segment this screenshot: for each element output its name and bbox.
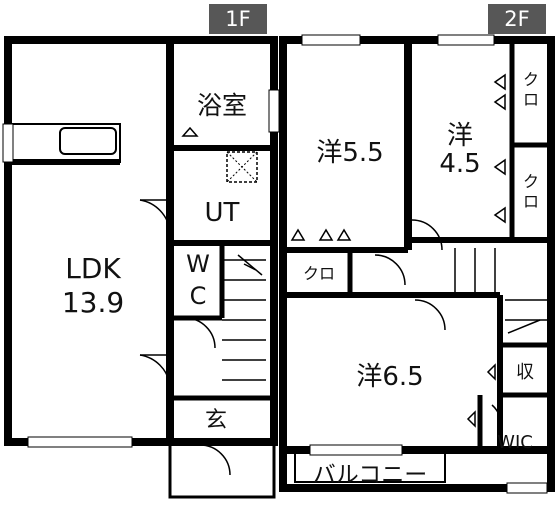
room-4-5-door-swing [411,219,443,251]
closet-right-1-label: ク ロ [522,70,539,109]
first-floor-windows [2,89,280,448]
room-western-6-5-size: 6.5 [382,362,424,392]
room-bath-label: 浴室 [196,91,247,120]
stairs-2f [454,248,548,334]
second-floor-windows [301,34,548,494]
first-floor-plan [4,36,278,499]
floor-1f-tag: 1F [209,4,267,34]
room-western-5-5-name: 洋 [316,138,343,168]
room-ldk-name: LDK [65,252,121,285]
room-entrance-label: 玄 [204,408,227,433]
washer-space [226,151,258,183]
room-6-5-door-swing [414,299,446,331]
wc-door-swing [184,317,216,349]
room-western-6-5-label: 洋6.5 [330,356,450,393]
wic-label: WIC [497,432,533,453]
floor-2f-tag: 2F [488,4,546,34]
hall-door-swing [139,354,171,386]
room-wc-line1: W [186,250,210,278]
ldk-door-swing [139,199,171,233]
kitchen-sink [59,127,117,155]
closet-right-2-label: ク ロ [522,172,539,211]
room-western-5-5-size: 5.5 [342,138,384,168]
room-ut-label: UT [204,198,240,228]
second-floor-outer-wall [279,36,555,492]
room-wc-line2: C [189,282,207,310]
second-floor-plan [279,36,555,492]
stairs-1f [222,254,266,381]
kitchen-counter [11,123,121,163]
room-5-5-door-swing [374,254,406,286]
closet-label: クロ [302,264,335,283]
room-western-4-5-size: 4.5 [439,149,481,179]
entrance-door-swing [199,444,231,476]
room-western-6-5-name: 洋 [356,362,383,392]
room-ldk-size: 13.9 [61,286,125,319]
entrance-porch [168,440,276,499]
storage-label: 収 [516,362,534,383]
balcony-label: バルコニー [312,462,428,488]
room-western-4-5-name: 洋 [446,121,473,151]
room-western-5-5-label: 洋5.5 [300,132,400,169]
